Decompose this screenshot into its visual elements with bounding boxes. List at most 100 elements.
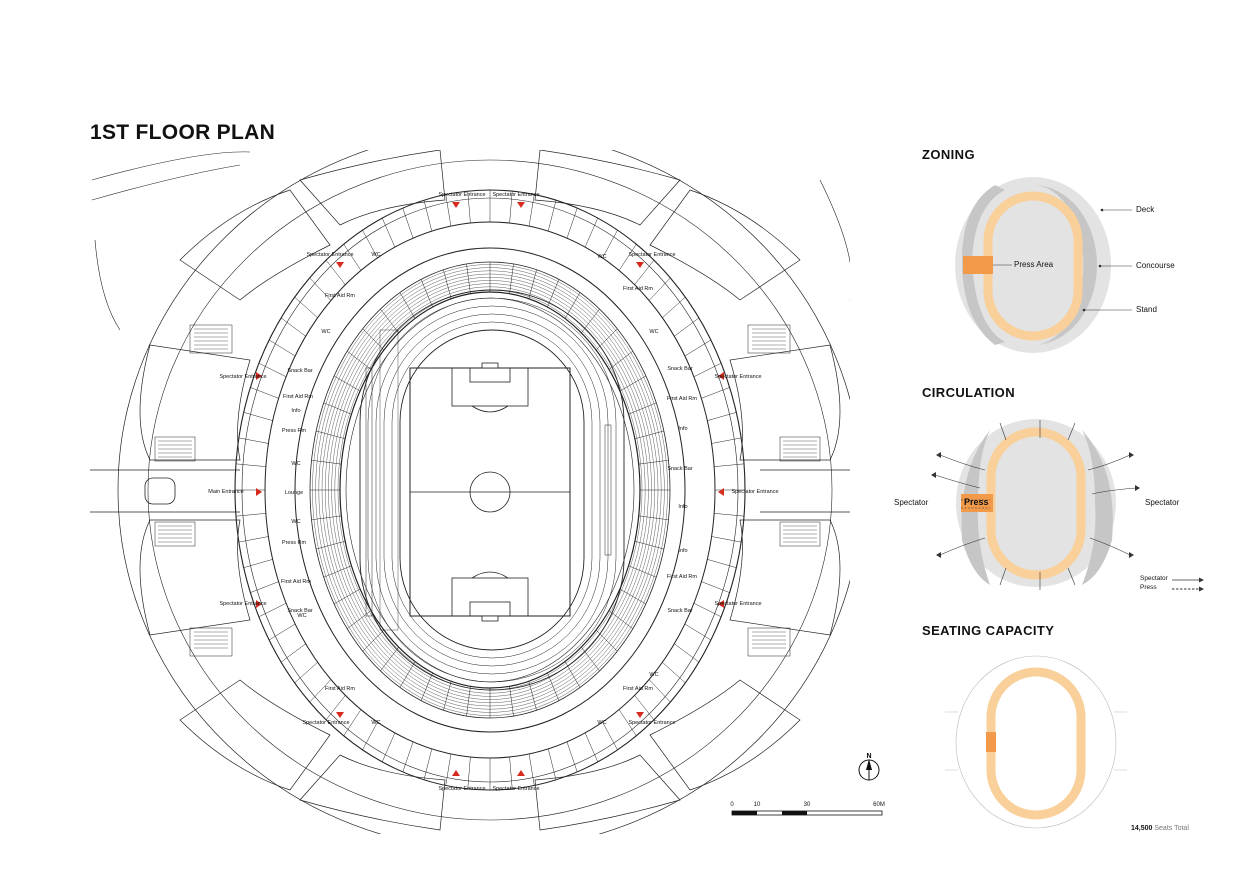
radial-line (258, 603, 287, 618)
scale-tick-0: 0 (730, 802, 734, 808)
seating-total-suffix: Seats Total (1154, 825, 1189, 832)
radial-line (309, 679, 332, 703)
radial-line (243, 559, 273, 568)
label-entrance-e3: Spectator Entrance (714, 601, 761, 607)
circulation-heading: CIRCULATION (922, 385, 1015, 400)
label-entrance-s2: Spectator Entrance (492, 786, 539, 792)
stand-row (318, 270, 662, 710)
label-wc-3: WC (321, 329, 330, 335)
stand-row (325, 277, 656, 704)
radial-line (648, 679, 671, 703)
scale-tick-3: 60M (873, 802, 885, 808)
label-firstaid-8: First Aid Rm (623, 686, 653, 692)
radial-line (509, 756, 513, 789)
label-entrance-se: Spectator Entrance (628, 720, 675, 726)
radial-line (258, 362, 287, 377)
radial-line (602, 721, 618, 750)
radial-line (309, 277, 332, 301)
radial-line (423, 200, 433, 232)
label-info-4: Info (678, 548, 687, 554)
stand-row (315, 267, 665, 713)
seating-diagram (945, 655, 1127, 829)
label-firstaid-6: First Aid Rm (667, 574, 697, 580)
label-entrance-nw: Spectator Entrance (306, 252, 353, 258)
stand-row (334, 286, 646, 694)
stand-row (328, 280, 652, 700)
radial-line (648, 277, 671, 301)
radial-line (528, 194, 535, 227)
radial-line (693, 603, 722, 618)
label-snack-5: Snack Bar (667, 608, 693, 614)
label-snack-4: Snack Bar (287, 608, 313, 614)
label-info-2: Info (678, 426, 687, 432)
radial-line (634, 695, 655, 720)
radial-line (634, 260, 655, 285)
zoning-label-deck: Deck (1136, 205, 1155, 214)
radial-line (707, 559, 737, 568)
label-entrance-e1: Spectator Entrance (714, 374, 761, 380)
stand-row (312, 264, 668, 716)
radial-line (701, 387, 730, 399)
seating-total-number: 14,500 (1131, 825, 1153, 832)
radial-line (467, 756, 471, 789)
label-firstaid-4: First Aid Rm (667, 396, 697, 402)
stand-row (321, 273, 659, 707)
radial-line (238, 437, 269, 444)
radial-line (343, 244, 362, 271)
zoning-label-stand: Stand (1136, 305, 1157, 314)
circulation-spectator-right: Spectator (1145, 498, 1180, 507)
radial-line (701, 581, 730, 593)
radial-line (269, 623, 296, 641)
radial-line (269, 339, 296, 357)
label-press-2: Press Rm (282, 540, 307, 546)
radial-line (467, 191, 471, 224)
radial-line (235, 463, 266, 467)
radial-line (674, 317, 700, 337)
radial-line (602, 230, 618, 259)
radial-line (362, 230, 378, 259)
label-wc-6: WC (291, 519, 300, 525)
legend-spectator: Spectator (1140, 575, 1168, 582)
radial-line (250, 581, 279, 593)
label-wc-1: WC (371, 252, 380, 258)
radial-line (325, 260, 346, 285)
label-info-1: Info (291, 408, 300, 414)
radial-line (382, 218, 396, 248)
radial-line (618, 709, 637, 736)
radial-line (280, 317, 306, 337)
label-snack-2: Snack Bar (667, 366, 693, 372)
radial-line (566, 741, 578, 772)
radial-line (693, 362, 722, 377)
label-lounge: Lounge (285, 490, 303, 496)
scale-tick-2: 30 (804, 802, 811, 808)
radial-line (714, 463, 745, 467)
stand-row (331, 283, 649, 697)
radial-line (662, 662, 686, 684)
radial-line (566, 208, 578, 239)
label-entrance-sw: Spectator Entrance (302, 720, 349, 726)
label-firstaid-1: First Aid Rm (325, 293, 355, 299)
label-firstaid-2: First Aid Rm (623, 286, 653, 292)
radial-line (662, 296, 686, 318)
radial-line (250, 387, 279, 399)
radial-line (280, 643, 306, 663)
radial-line (547, 200, 557, 232)
label-entrance-n1: Spectator Entrance (438, 192, 485, 198)
label-entrance-w1: Spectator Entrance (219, 374, 266, 380)
radial-line (325, 695, 346, 720)
label-wc-8: WC (649, 672, 658, 678)
seating-total: 14,500 Seats Total (1131, 825, 1189, 832)
radial-line (584, 218, 598, 248)
scale-tick-1: 10 (754, 802, 761, 808)
radial-line (402, 741, 414, 772)
radial-line (235, 513, 266, 517)
main-title: 1ST FLOOR PLAN (90, 121, 276, 144)
radial-line (584, 732, 598, 762)
radial-line (707, 412, 737, 421)
zoning-heading: ZONING (922, 147, 975, 162)
circulation-diagram (931, 419, 1204, 592)
radial-line (445, 194, 452, 227)
scale-bar: 0 10 30 60M (730, 802, 885, 816)
radial-line (445, 753, 452, 786)
